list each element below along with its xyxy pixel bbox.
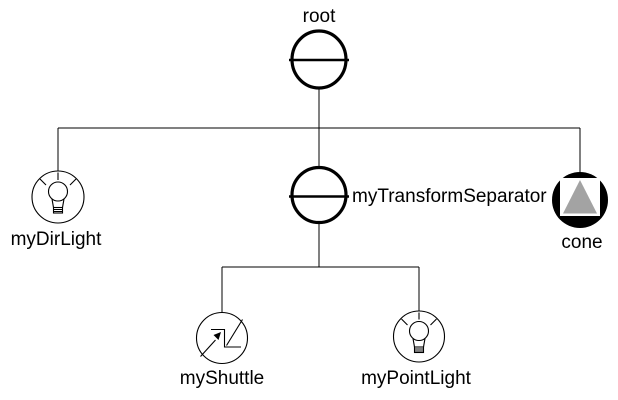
engine-zigzag-arrow-icon bbox=[200, 319, 243, 357]
light-bulb-icon bbox=[39, 172, 77, 214]
node-myTransformSeparator bbox=[289, 165, 349, 225]
tree-connector-lines bbox=[57, 88, 581, 313]
separator-group-icon bbox=[290, 165, 348, 225]
node-myDirLight bbox=[31, 170, 85, 224]
node-label-root: root bbox=[302, 6, 336, 27]
node-label-myDirLight: myDirLight bbox=[10, 229, 102, 250]
node-myPointLight bbox=[392, 310, 446, 363]
node-cone bbox=[552, 172, 608, 228]
engine-node-circle bbox=[195, 311, 249, 365]
node-label-cone: cone bbox=[561, 232, 603, 253]
node-label-myTransformSeparator: myTransformSeparator bbox=[352, 186, 547, 207]
cone-shape-icon bbox=[563, 180, 597, 214]
node-label-myShuttle: myShuttle bbox=[179, 368, 265, 389]
light-bulb-icon bbox=[401, 312, 437, 354]
node-myShuttle bbox=[195, 311, 249, 365]
node-label-myPointLight: myPointLight bbox=[361, 368, 471, 389]
node-root bbox=[289, 29, 349, 90]
